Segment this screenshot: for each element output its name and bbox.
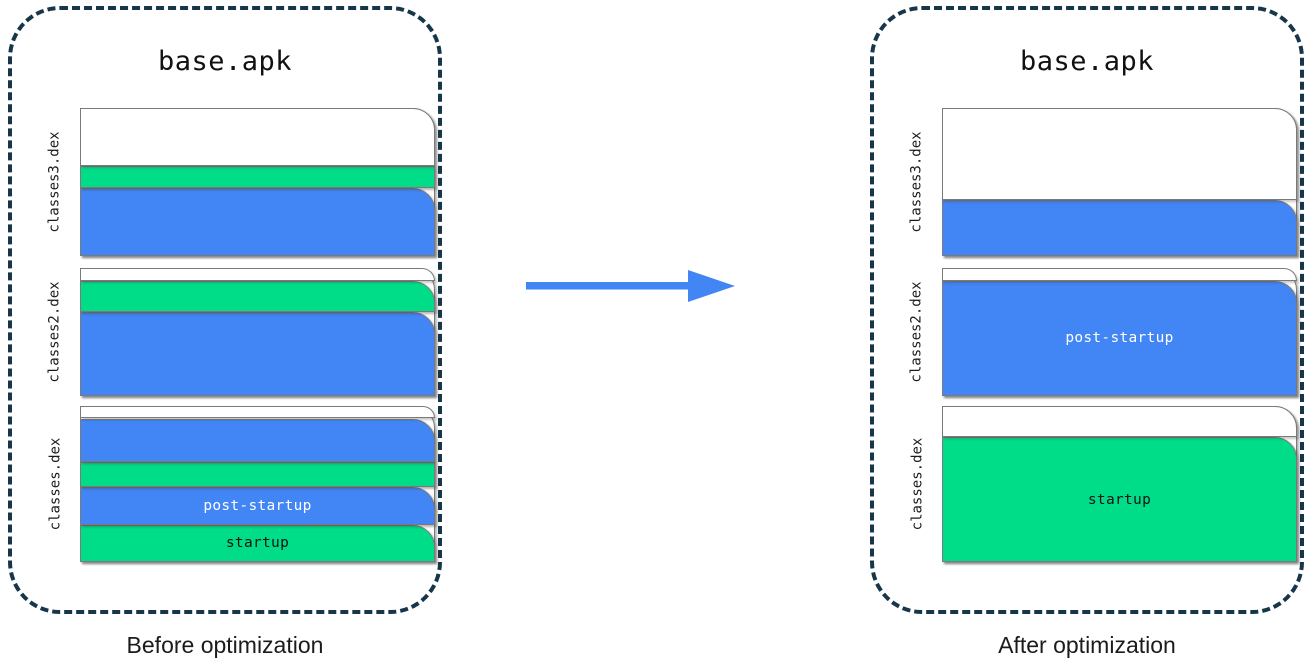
dex-file-label-text: classes3.dex <box>47 131 63 233</box>
dex-segment-empty <box>80 108 435 166</box>
dex-segment-empty <box>80 406 435 419</box>
dex-file-label: classes.dex <box>904 406 930 562</box>
dex-file-label-text: classes3.dex <box>909 131 925 233</box>
dex-segment-empty <box>942 268 1297 281</box>
panel-title-after: base.apk <box>1019 46 1155 77</box>
dex-file-label: classes2.dex <box>42 268 68 396</box>
dex-file-label-text: classes.dex <box>47 437 63 531</box>
dex-card-stack <box>80 268 435 396</box>
right-arrow-icon <box>526 270 735 302</box>
dex-file-label: classes3.dex <box>904 108 930 256</box>
dex-segment-post-startup: post-startup <box>80 487 435 525</box>
dex-segment-label: post-startup <box>203 497 312 514</box>
transformation-arrow <box>520 262 745 312</box>
dex-segment-empty <box>942 406 1297 438</box>
dex-segment-post-startup <box>80 418 435 463</box>
caption-after-optimization: After optimization <box>998 632 1176 658</box>
dex-segment-startup: startup <box>942 437 1297 562</box>
dex-group-classes3-dex: classes3.dex <box>909 108 1297 256</box>
dex-group-classes2-dex: classes2.dex post-startup <box>909 268 1297 396</box>
dex-file-label: classes2.dex <box>904 268 930 396</box>
dex-group-classes2-dex: classes2.dex <box>47 268 435 396</box>
caption-before-optimization: Before optimization <box>126 632 324 658</box>
dex-segment-empty <box>80 268 435 281</box>
dex-segment-label: startup <box>1087 491 1152 508</box>
dex-group-classes3-dex: classes3.dex <box>47 108 435 256</box>
dex-file-label-text: classes.dex <box>909 437 925 531</box>
dex-segment-post-startup <box>80 187 435 256</box>
dex-segment-label: startup <box>225 535 290 552</box>
dex-segment-post-startup <box>80 311 435 396</box>
dex-file-label: classes.dex <box>42 406 68 562</box>
dex-file-label-text: classes2.dex <box>47 281 63 383</box>
dex-segment-post-startup <box>942 199 1297 256</box>
dex-segment-label: post-startup <box>1065 330 1174 347</box>
dex-segment-post-startup: post-startup <box>942 280 1297 396</box>
dex-card-stack <box>80 108 435 256</box>
dex-card-stack: startup post-startup <box>80 406 435 562</box>
dex-group-classes-dex: classes.dex startup <box>909 406 1297 562</box>
dex-card-stack: post-startup <box>942 268 1297 396</box>
panel-after-optimization: base.apk classes3.dex classes2.dex post-st… <box>870 6 1304 614</box>
dex-card-stack: startup <box>942 406 1297 562</box>
dex-segment-empty <box>942 108 1297 200</box>
dex-segment-startup: startup <box>80 524 435 562</box>
panel-before-optimization: base.apk classes3.dex classes2.dex classes… <box>8 6 442 614</box>
dex-file-label-text: classes2.dex <box>909 281 925 383</box>
dex-segment-startup <box>80 462 435 488</box>
dex-group-classes-dex: classes.dex startup post-startup <box>47 406 435 562</box>
dex-card-stack <box>942 108 1297 256</box>
dex-file-label: classes3.dex <box>42 108 68 256</box>
panel-title-before: base.apk <box>157 46 293 77</box>
dex-segment-startup <box>80 165 435 188</box>
dex-segment-startup <box>80 280 435 312</box>
